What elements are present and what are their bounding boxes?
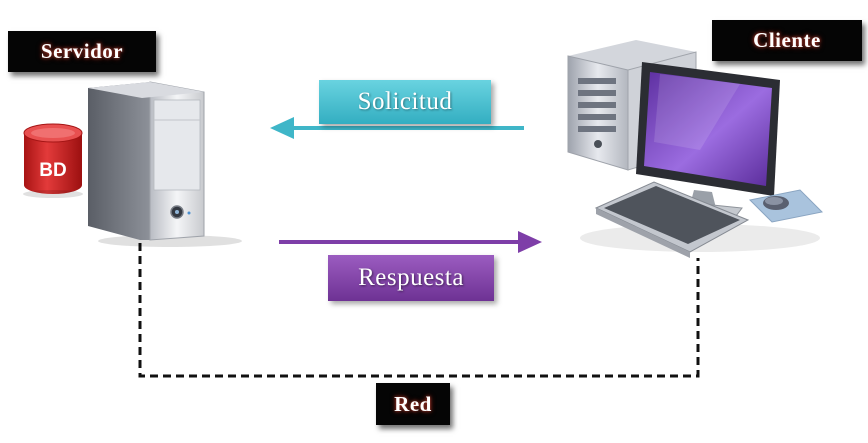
- request-arrow: [270, 117, 524, 139]
- client-label: Cliente: [712, 20, 862, 61]
- server-label: Servidor: [8, 31, 156, 72]
- database-cylinder-icon: [23, 123, 83, 198]
- network-label: Red: [376, 383, 450, 425]
- request-label: Solicitud: [319, 80, 491, 124]
- response-arrow: [279, 231, 542, 253]
- server-tower-icon: [88, 81, 242, 247]
- network-line: [138, 243, 700, 378]
- database-label: BD: [39, 160, 66, 181]
- desktop-computer-icon: [567, 40, 824, 258]
- response-label: Respuesta: [328, 255, 494, 301]
